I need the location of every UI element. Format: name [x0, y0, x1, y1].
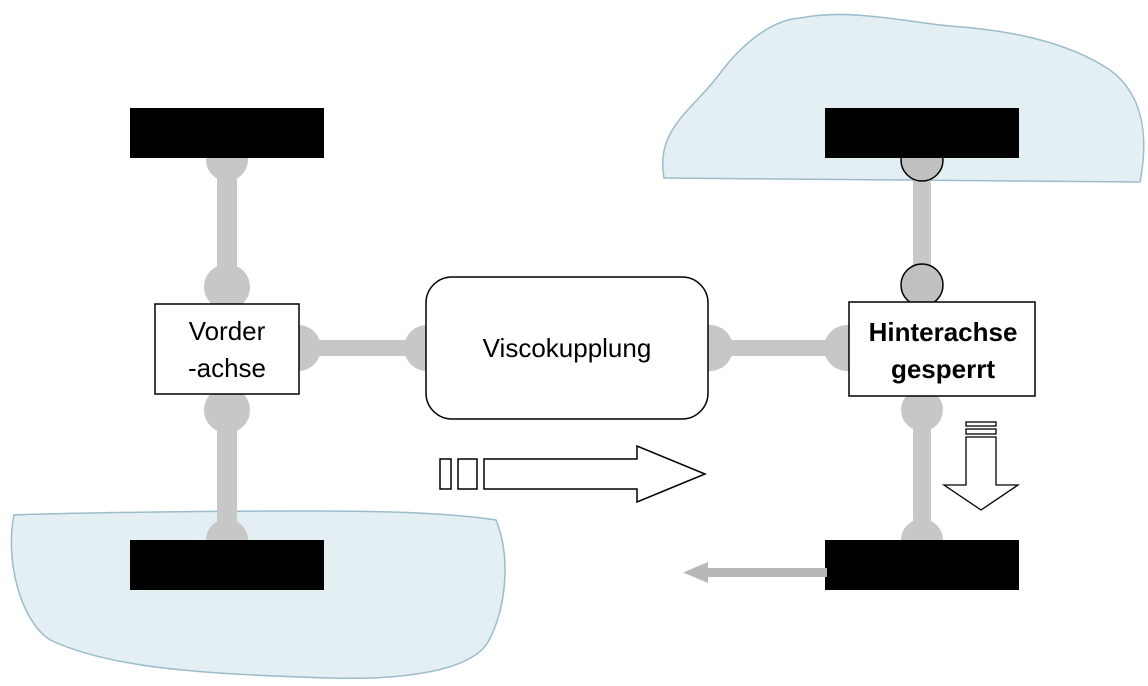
- wheel-front-upper: [130, 108, 324, 158]
- joint-rear-upper-diff: [900, 263, 944, 307]
- front-axle-label-line2: -achse: [188, 353, 266, 383]
- down-arrow-dash-2: [965, 428, 997, 435]
- visco-coupling-box: [425, 276, 709, 420]
- slip-arrow-head: [683, 562, 708, 583]
- ice-patch-rear: [661, 13, 1145, 183]
- front-axle-box: [154, 303, 300, 395]
- coupling-label: Viscokupplung: [483, 333, 652, 363]
- ice-patch-front: [10, 510, 506, 680]
- wheel-rear-lower: [825, 540, 1019, 590]
- wheel-front-lower: [130, 540, 324, 590]
- torque-arrow-body: [483, 444, 707, 504]
- torque-flow-arrow: [439, 444, 707, 504]
- joint-rear-lower-diff: [901, 389, 943, 431]
- prop-shaft-rear: [708, 340, 848, 356]
- joint-front-upper-diff: [204, 264, 250, 310]
- torque-arrow-dash-2: [457, 458, 478, 490]
- rear-axle-label-line2: gesperrt: [891, 354, 995, 384]
- slip-arrow: [683, 562, 827, 583]
- rear-axle-box: [848, 301, 1036, 397]
- joint-front-lower-diff: [204, 387, 250, 433]
- front-axle-label-line1: Vorder: [189, 316, 266, 346]
- rear-axle-label-line1: Hinterachse: [869, 317, 1018, 347]
- slip-arrow-shaft: [700, 568, 827, 577]
- prop-shaft-front: [295, 340, 440, 356]
- down-arrow-dash-1: [965, 421, 997, 427]
- down-arrow-body: [941, 436, 1021, 511]
- rear-lower-half-shaft: [913, 400, 931, 550]
- wheel-rear-upper: [825, 108, 1019, 158]
- torque-arrow-dash-1: [439, 458, 452, 490]
- front-lower-half-shaft: [217, 400, 237, 550]
- down-force-arrow: [941, 421, 1021, 511]
